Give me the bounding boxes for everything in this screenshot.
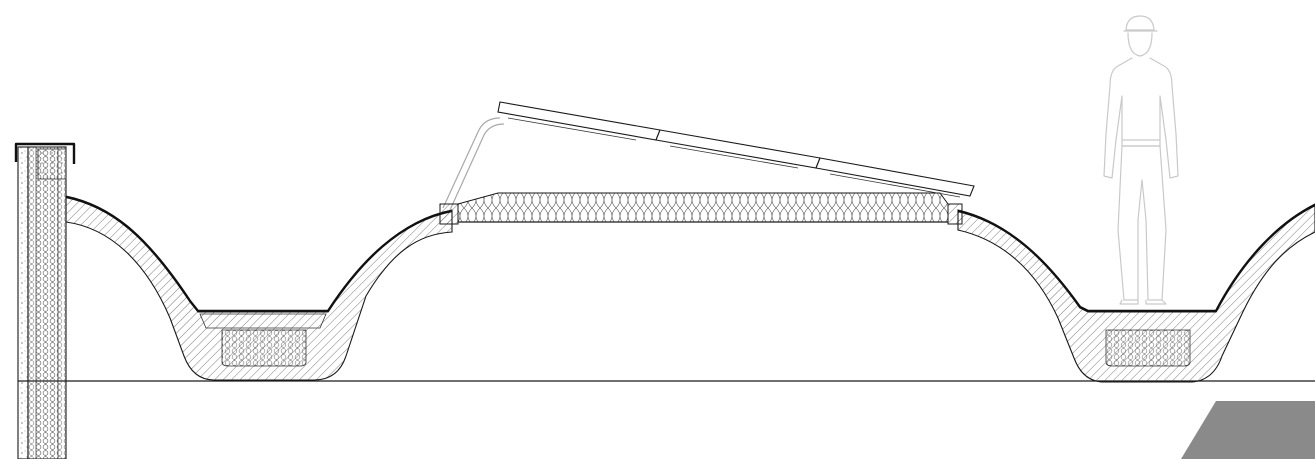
- vault-right-membrane: [957, 203, 1315, 313]
- support-bracket: [442, 117, 501, 209]
- solar-panel-2: [655, 129, 821, 169]
- panel-rail-3: [829, 173, 961, 198]
- panel-rail-1: [507, 117, 637, 141]
- vault-left-membrane: [65, 195, 453, 313]
- panel-rail-2: [669, 145, 799, 169]
- belt: [1121, 139, 1161, 147]
- hard-hat: [1123, 15, 1158, 32]
- wall-render-layer: [35, 146, 59, 459]
- grey-slab: [1181, 401, 1315, 459]
- insulation-layer: [457, 192, 949, 223]
- shoes: [1119, 299, 1167, 305]
- head: [1127, 32, 1153, 57]
- vault-left: [65, 195, 453, 381]
- vault-left-screed: [199, 313, 327, 329]
- parapet-wall: [14, 142, 76, 459]
- wall-top-cap: [37, 148, 67, 180]
- solar-panel-array: [497, 101, 975, 198]
- vault-left-trough-insulation: [221, 329, 307, 367]
- solar-panel-1: [497, 101, 661, 141]
- wall-outer-skin: [17, 146, 29, 459]
- coping-flashing: [14, 142, 76, 164]
- human-figure: [1103, 15, 1179, 305]
- torso: [1103, 57, 1179, 179]
- left-curb: [439, 203, 459, 225]
- support-bracket-inner: [449, 123, 505, 211]
- vault-right: [957, 203, 1315, 383]
- solar-panel-3: [815, 157, 975, 197]
- legs: [1117, 145, 1167, 301]
- vault-right-trough-insulation: [1105, 329, 1191, 367]
